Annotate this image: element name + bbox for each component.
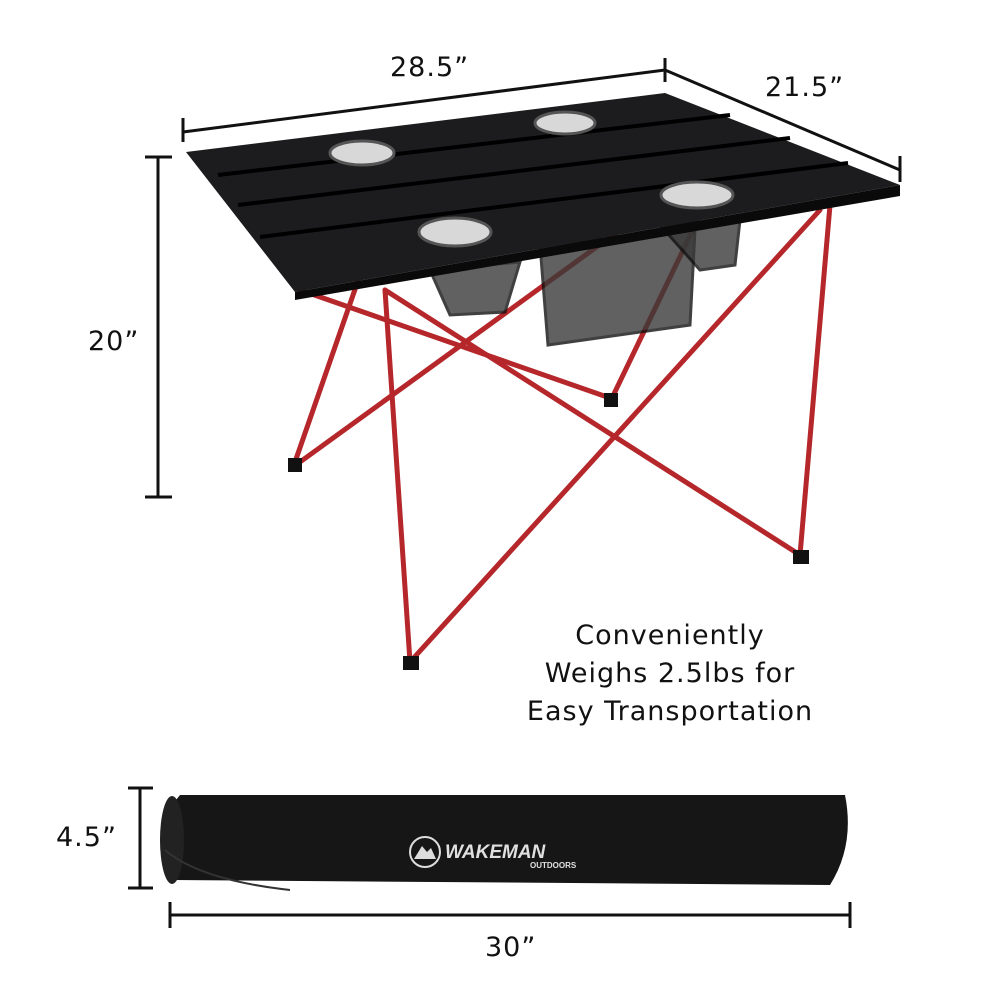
depth-label: 21.5” — [765, 72, 845, 103]
caption-line-3: Easy Transportation — [526, 696, 814, 727]
bag-diameter-label: 4.5” — [56, 822, 117, 853]
height-label: 20” — [88, 326, 140, 357]
caption-line-2: Weighs 2.5lbs for — [544, 658, 796, 689]
brand-logo-text: WAKEMAN — [445, 842, 547, 863]
leg-feet — [288, 393, 809, 670]
dimension-lines — [128, 58, 902, 928]
brand-logo-sub: OUTDOORS — [530, 861, 577, 870]
width-label: 28.5” — [390, 52, 470, 83]
weight-caption: Conveniently Weighs 2.5lbs for Easy Tran… — [480, 617, 860, 731]
cup-holders — [328, 110, 735, 248]
caption-line-1: Conveniently — [575, 620, 765, 651]
tabletop — [186, 93, 900, 300]
bag-length-label: 30” — [485, 932, 537, 963]
wakeman-logo-icon — [409, 836, 441, 868]
carry-bag — [160, 795, 848, 891]
